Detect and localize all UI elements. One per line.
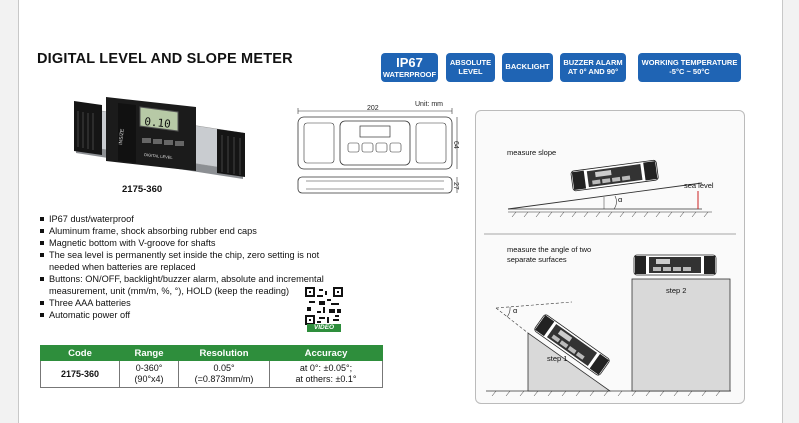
technical-drawing: 202 64 27 [297, 105, 459, 194]
badge-absolute-line1: ABSOLUTE [449, 57, 492, 67]
badge-working-temperature: WORKING TEMPERATURE -5°C ~ 50°C [638, 53, 741, 82]
feature-item: Buttons: ON/OFF, backlight/buzzer alarm,… [40, 273, 340, 297]
header-code: Code [40, 345, 120, 361]
dim-height: 64 [452, 141, 459, 149]
feature-item: The sea level is permanently set inside … [40, 249, 340, 273]
feature-list: IP67 dust/waterproof Aluminum frame, sho… [40, 213, 340, 321]
dim-width: 202 [367, 105, 379, 112]
unit-label: Unit: mm [415, 101, 443, 108]
badge-ip67: IP67 WATERPROOF [381, 53, 438, 82]
feature-item: Aluminum frame, shock absorbing rubber e… [40, 225, 340, 237]
angle-caption-line2: separate surfaces [507, 255, 567, 264]
badge-temperature-line1: WORKING TEMPERATURE [641, 57, 738, 67]
badge-absolute-level: ABSOLUTE LEVEL [446, 53, 495, 82]
badge-buzzer-alarm: BUZZER ALARM AT 0° AND 90° [560, 53, 626, 82]
cell-accuracy: at 0°: ±0.05°;at others: ±0.1° [269, 360, 383, 388]
step1-label: step 1 [547, 354, 568, 363]
badge-ip67-sub: WATERPROOF [382, 69, 437, 79]
cell-resolution: 0.05°(=0.873mm/m) [178, 360, 270, 388]
badge-buzzer-line2: AT 0° AND 90° [567, 66, 619, 76]
feature-item: Automatic power off [40, 309, 340, 321]
sea-level-label: sea level [684, 181, 714, 190]
alpha-surfaces: α [513, 306, 518, 315]
usage-diagram-art [484, 159, 736, 397]
header-accuracy: Accuracy [269, 345, 383, 361]
display-reading: 0.10 [144, 115, 172, 131]
accuracy-line1: at 0°: ±0.05°; [299, 363, 353, 373]
badge-absolute-line2: LEVEL [458, 66, 483, 76]
angle-caption-line1: measure the angle of two [507, 245, 592, 254]
alpha-slope: α [618, 195, 623, 204]
dim-depth: 27 [452, 182, 459, 190]
badge-buzzer-line1: BUZZER ALARM [563, 57, 623, 67]
brand-label: INSIZE [118, 128, 126, 145]
resolution-line1: 0.05° [213, 363, 235, 373]
accuracy-line2: at others: ±0.1° [295, 374, 357, 384]
header-resolution: Resolution [178, 345, 270, 361]
table-row: 2175-360 0-360°(90°x4) 0.05°(=0.873mm/m)… [40, 360, 383, 388]
spec-table: Code Range Resolution Accuracy 2175-360 … [40, 345, 383, 388]
badge-backlight-label: BACKLIGHT [505, 62, 550, 72]
badge-backlight: BACKLIGHT [502, 53, 553, 82]
usage-diagram: measure slope sea level α measure the an… [475, 110, 745, 404]
front-label: DIGITAL LEVEL [144, 152, 174, 160]
resolution-line2: (=0.873mm/m) [194, 374, 254, 384]
cell-code: 2175-360 [40, 360, 120, 388]
video-label[interactable]: VIDEO [307, 324, 341, 332]
feature-item: Magnetic bottom with V-groove for shafts [40, 237, 340, 249]
range-line1: 0-360° [135, 363, 163, 373]
step2-label: step 2 [666, 286, 687, 295]
slope-caption: measure slope [507, 148, 557, 157]
feature-item: IP67 dust/waterproof [40, 213, 340, 225]
page-title: DIGITAL LEVEL AND SLOPE METER [37, 51, 293, 67]
product-photo: 0.10 INSIZE DIGITAL LEVEL [74, 97, 245, 179]
badge-ip67-label: IP67 [396, 54, 423, 70]
header-range: Range [119, 345, 179, 361]
qr-code[interactable] [305, 287, 343, 325]
feature-item: Three AAA batteries [40, 297, 340, 309]
range-line2: (90°x4) [134, 374, 164, 384]
cell-range: 0-360°(90°x4) [119, 360, 179, 388]
badge-temperature-line2: -5°C ~ 50°C [669, 66, 710, 76]
product-model: 2175-360 [122, 184, 163, 195]
